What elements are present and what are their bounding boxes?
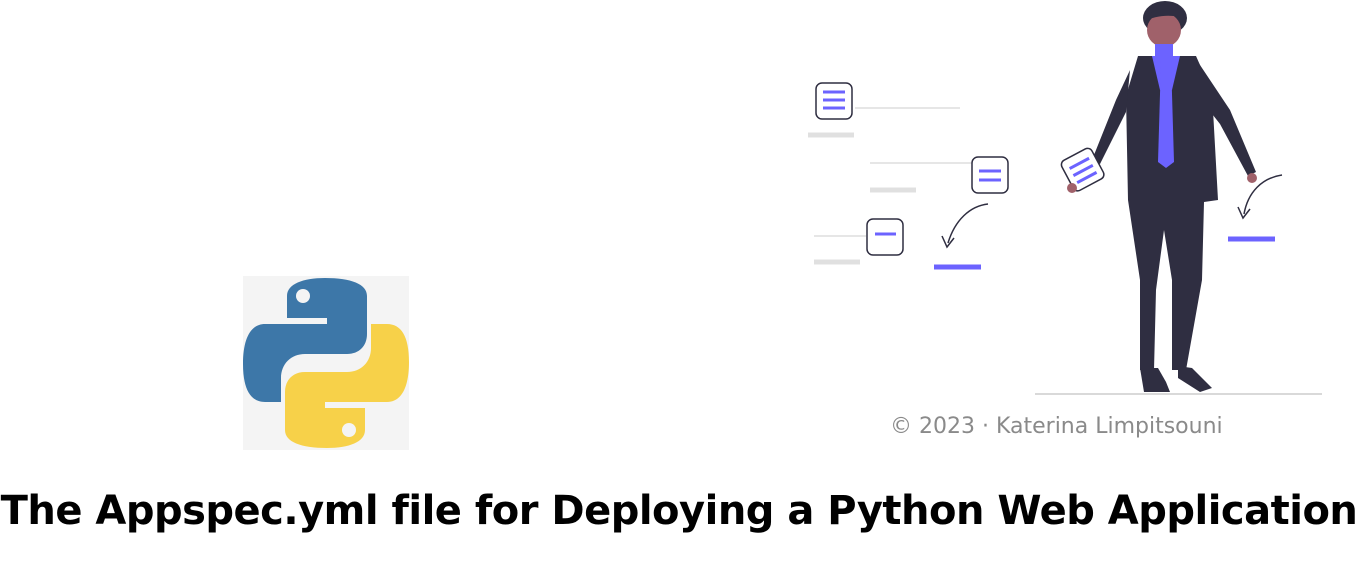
python-logo-yellow-eye — [342, 423, 356, 437]
python-logo-blue-half — [243, 278, 367, 402]
document-card-top — [808, 82, 960, 138]
python-logo — [243, 276, 409, 450]
page-title: The Appspec.yml file for Deploying a Pyt… — [0, 488, 1358, 534]
python-logo-blue-eye — [296, 289, 310, 303]
arrow-right — [1228, 174, 1283, 242]
document-card-bottom — [814, 218, 981, 270]
document-card-middle — [870, 156, 1009, 249]
businessman-illustration — [800, 0, 1340, 405]
python-logo-icon — [243, 278, 409, 448]
copyright-text: © 2023 · Katerina Limpitsouni — [890, 414, 1223, 439]
python-logo-yellow-half — [285, 324, 409, 448]
person-figure — [1060, 1, 1257, 392]
